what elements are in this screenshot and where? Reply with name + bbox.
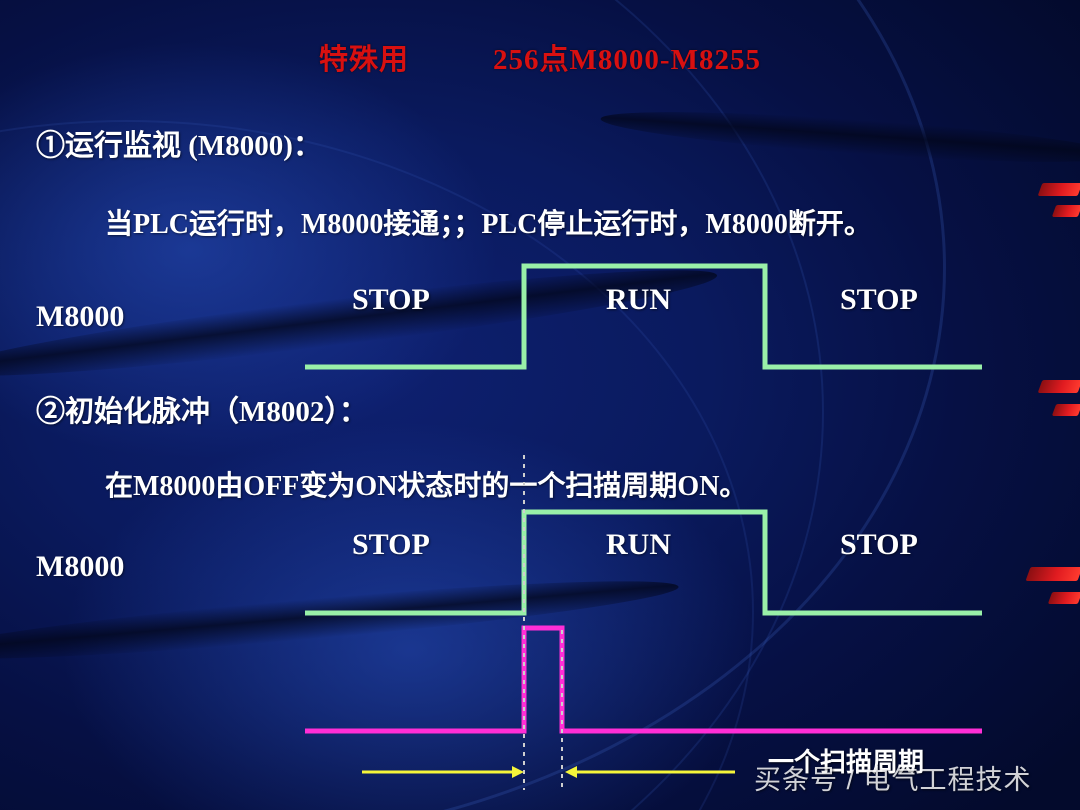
scan-period-label: 一个扫描周期	[768, 748, 925, 777]
annotation-arrow-right-head	[565, 766, 577, 778]
slide-title-right: 256点M8000-M8255	[493, 44, 761, 76]
item-2-heading: ②初始化脉冲（M8002）：	[36, 396, 368, 428]
diagram-1-state-stop-left: STOP	[352, 283, 430, 316]
red-accent-mark	[1025, 567, 1080, 581]
annotation-arrow-left-head	[512, 766, 524, 778]
item-2-body: 在M8000由OFF变为ON状态时的一个扫描周期ON。	[105, 471, 748, 502]
diagram-2-state-run: RUN	[606, 528, 671, 561]
watermark-text: 买条号 / 电气工程技术	[754, 765, 1032, 795]
background-dark-curve-3	[599, 101, 1080, 173]
slide-title: 特殊用 256点M8000-M8255	[0, 36, 1080, 78]
diagram-1-state-run: RUN	[606, 283, 671, 316]
item-1-heading: ①运行监视 (M8000)：	[36, 130, 322, 162]
red-accent-mark	[1051, 404, 1080, 416]
red-accent-mark	[1037, 183, 1080, 196]
signal-label-1: M8000	[36, 300, 125, 333]
diagram-1-state-stop-right: STOP	[840, 283, 918, 316]
diagram-2-state-stop-left: STOP	[352, 528, 430, 561]
item-1-body: 当PLC运行时，M8000接通；；PLC停止运行时，M8000断开。	[105, 209, 872, 240]
red-accent-mark	[1051, 205, 1080, 217]
diagram-2-pulse-trace	[305, 625, 982, 734]
red-accent-mark	[1047, 592, 1080, 604]
diagram-2-state-stop-right: STOP	[840, 528, 918, 561]
signal-label-2: M8000	[36, 550, 125, 583]
red-accent-mark	[1037, 380, 1080, 393]
slide-title-left: 特殊用	[319, 44, 410, 76]
